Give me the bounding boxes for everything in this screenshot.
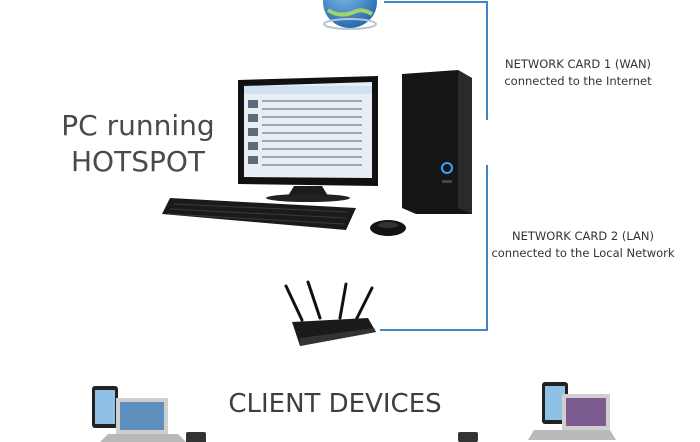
- monitor-icon: [238, 76, 378, 202]
- client-devices-left: [92, 386, 206, 442]
- network-card-wan-label: NETWORK CARD 1 (WAN) connected to the In…: [478, 56, 678, 90]
- connector-globe-to-pc: [384, 1, 488, 120]
- mouse-icon: [370, 220, 406, 236]
- router-icon: [284, 280, 376, 346]
- network-card-lan-line2: connected to the Local Network: [491, 246, 675, 260]
- connector-pc-to-router: [380, 165, 488, 331]
- globe-icon: [323, 0, 377, 30]
- pc-label-line1: PC running: [61, 109, 215, 142]
- client-devices-label: CLIENT DEVICES: [228, 389, 442, 419]
- network-card-wan-line1: NETWORK CARD 1 (WAN): [504, 57, 652, 71]
- network-card-lan-label: NETWORK CARD 2 (LAN) connected to the Lo…: [478, 228, 688, 262]
- pc-label-line2: HOTSPOT: [71, 145, 205, 178]
- network-card-lan-line1: NETWORK CARD 2 (LAN): [512, 229, 654, 243]
- pc-tower-icon: [402, 70, 472, 214]
- phone-icon: [186, 432, 206, 442]
- keyboard-icon: [162, 198, 356, 230]
- client-devices-right: [458, 382, 616, 442]
- network-card-wan-line2: connected to the Internet: [504, 74, 652, 88]
- phone-icon: [458, 432, 478, 442]
- pc-label: PC running HOTSPOT: [38, 108, 238, 180]
